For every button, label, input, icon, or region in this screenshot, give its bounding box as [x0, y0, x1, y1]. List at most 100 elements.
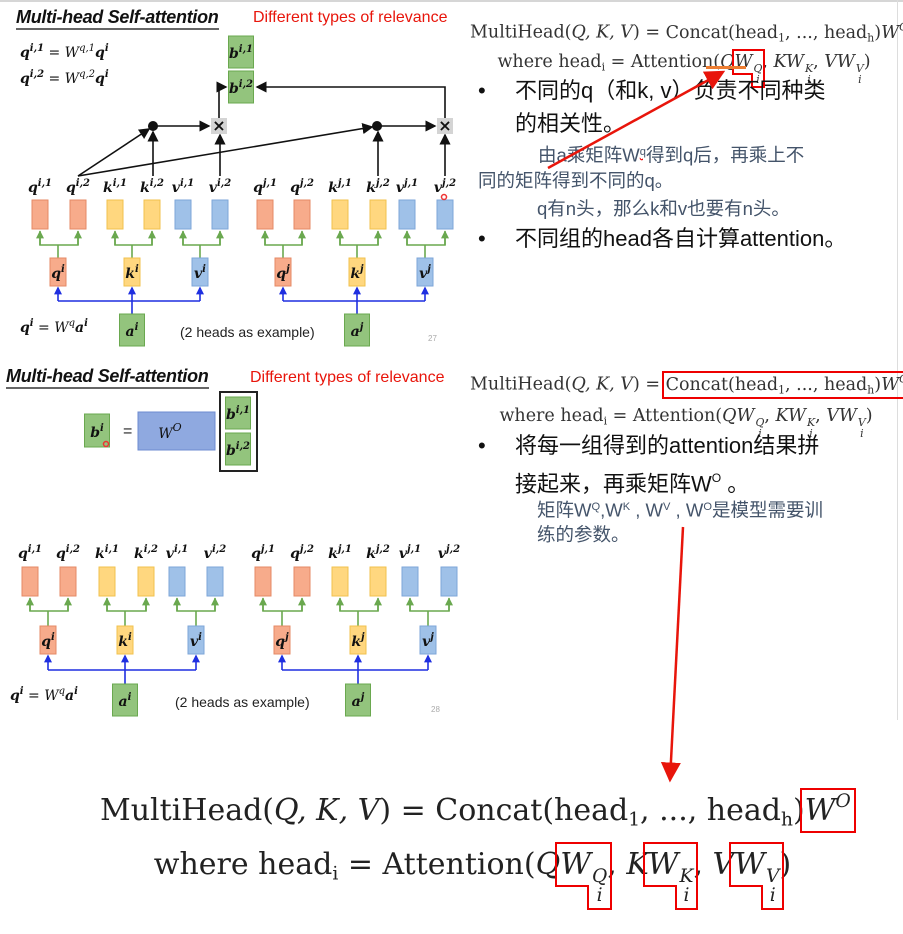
query-line [77, 123, 374, 177]
pre: V [824, 51, 837, 72]
label-base: k [103, 180, 113, 196]
multiply-icon [437, 118, 453, 134]
vector-label: qi,2 [56, 544, 80, 562]
sub: i [596, 884, 603, 906]
note-sup: O [703, 501, 712, 513]
head-vector-q [31, 199, 49, 230]
multihead-text: MultiHead( [470, 374, 572, 395]
eq-sup: i [30, 318, 34, 329]
eq-sup: q,2 [79, 69, 95, 80]
label-base: q [251, 546, 261, 562]
label-sup: j [425, 264, 431, 275]
sub: i [758, 426, 762, 440]
eq-text: a [75, 320, 84, 336]
cursor-marker-icon [440, 193, 448, 201]
vector-label: kj [350, 264, 364, 282]
sup: V [857, 415, 866, 429]
sup: K [679, 865, 694, 887]
head-vector-q [256, 199, 274, 230]
label-sup: j [283, 632, 289, 643]
vector-label: qi,2 [66, 178, 90, 196]
vector-label: qi [51, 264, 65, 282]
bullet-head-attention: • 不同组的head各自计算attention。 [478, 222, 847, 255]
formula-slide1: MultiHead(Q, K, V) = Concat(head1, ..., … [470, 14, 903, 85]
label-sup: i,1 [105, 544, 119, 555]
vector-label: vj,2 [434, 178, 456, 196]
w-sup: O [899, 372, 903, 385]
bullet-line: 不同组的head各自计算attention。 [515, 226, 847, 251]
vector-label: ki [125, 264, 139, 282]
sub-i: i [601, 60, 606, 74]
pre: K [773, 51, 786, 72]
concat-bracket [219, 391, 258, 472]
vector-v [191, 257, 209, 287]
vector-label: vj [422, 632, 434, 650]
result-label: bi [90, 423, 104, 441]
bullet-concat: • 将每一组得到的attention结果拼 接起来，再乘矩阵WO 。 [478, 430, 819, 501]
vector-q [49, 257, 67, 287]
w: W [881, 374, 900, 395]
split-connector [339, 231, 379, 246]
mid-text: , ..., head [640, 793, 781, 829]
note-line: q有n头，那么k和v也要有n头。 [537, 198, 790, 219]
vector-label: vj,1 [399, 544, 421, 562]
bullet-relevance: • 不同的q（和k, v）负责不同种类 的相关性。 [478, 74, 825, 140]
head-vector-k [143, 199, 161, 230]
head-vector-v [398, 199, 416, 230]
pre: K [626, 846, 648, 882]
vector-label: kj [351, 632, 365, 650]
bullet-icon: • [478, 433, 486, 458]
note-text: ,W [600, 499, 623, 521]
pre: K [775, 405, 788, 426]
label-sup: i [198, 632, 202, 643]
pre: Q [535, 846, 561, 882]
label-base: q [51, 266, 61, 282]
head-vector-k [137, 566, 155, 597]
end-paren: ) [865, 405, 873, 426]
w: W [838, 405, 857, 426]
output-line [216, 81, 228, 118]
head-vector-k [331, 566, 349, 597]
vector-label: ki [118, 632, 132, 650]
label-base: v [438, 546, 447, 562]
split-connector [182, 231, 221, 246]
head-vector-q [59, 566, 77, 597]
comma: , [607, 846, 627, 882]
label-sup: j [358, 264, 364, 275]
note-text: , W [670, 499, 704, 521]
label-sup: j [358, 322, 364, 333]
eq-text: q [10, 688, 20, 704]
head-vector-v [211, 199, 229, 230]
sub: i [769, 884, 776, 906]
attention-text: = Attention( [607, 405, 723, 426]
label-base: k [134, 546, 144, 562]
sup: K [806, 415, 816, 429]
vector-label: vj,1 [396, 178, 418, 196]
label-sup: i,1 [239, 44, 253, 55]
label-sup: j,2 [298, 544, 314, 555]
label-base: a [351, 324, 360, 340]
label-base: a [126, 324, 135, 340]
text: 接起来，再乘矩阵W [515, 471, 712, 497]
label-sup: j,1 [405, 544, 421, 555]
bullet-icon: • [478, 78, 486, 103]
w: W [736, 405, 755, 426]
vector-label: kj,2 [366, 178, 390, 196]
head-vector-k [369, 566, 387, 597]
w-sup: O [899, 20, 903, 33]
note-line: 练的参数。 [537, 524, 630, 545]
head-vector-k [331, 199, 349, 230]
input-label: ai [126, 322, 139, 340]
output-label: bi,2 [229, 79, 253, 97]
head-vector-v [168, 566, 186, 597]
concat-text: Concat(head [665, 22, 779, 43]
sub: i [683, 884, 690, 906]
vector-label: qj,1 [253, 178, 277, 196]
label-base: v [399, 546, 408, 562]
